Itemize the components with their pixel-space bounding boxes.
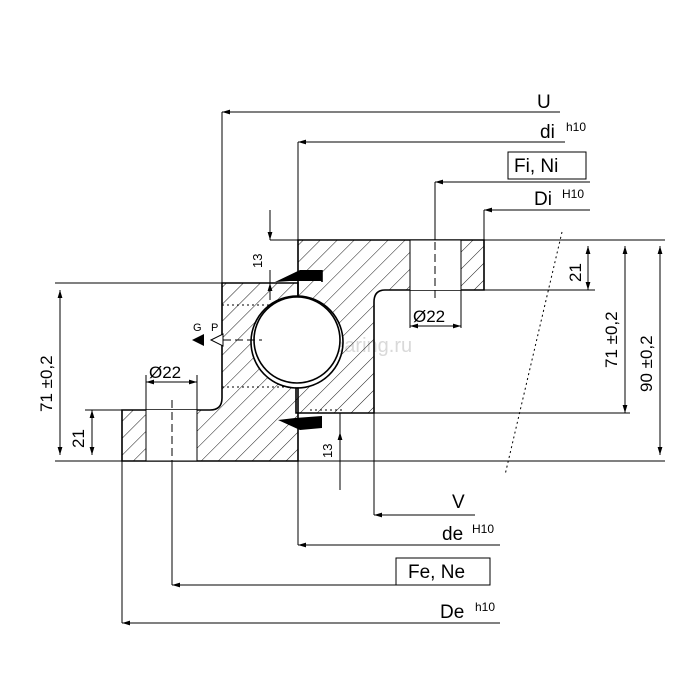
dim-13-bottom: 13 (320, 444, 335, 458)
label-di-tol: h10 (566, 120, 586, 134)
dim-71-right: 71 ±0,2 (602, 311, 621, 368)
label-V: V (452, 492, 465, 513)
box-Fe-Ne (395, 557, 491, 586)
label-de: de (442, 524, 463, 545)
lubrication-markers: G P (192, 322, 262, 347)
label-U: U (537, 92, 551, 113)
label-Di-tol: H10 (562, 187, 584, 201)
inner-ring (121, 282, 345, 475)
label-di: di (540, 122, 555, 143)
label-Fe-Ne: Fe, Ne (408, 562, 465, 583)
label-De: De (440, 602, 464, 623)
dim-90-right: 90 ±0,2 (637, 335, 656, 392)
dim-13-top: 13 (250, 254, 265, 268)
marker-P: P (211, 322, 218, 334)
extension-lines (55, 112, 665, 623)
label-Fi-Ni: Fi, Ni (514, 156, 558, 177)
dim-hole-bottom: Ø22 (149, 363, 181, 382)
diameter-labels: U di h10 Fi, Ni Di H10 V de H10 Fe, Ne D… (395, 92, 587, 623)
dim-21-right: 21 (566, 263, 585, 282)
dimension-arrows (57, 210, 663, 460)
dim-hole-top: Ø22 (413, 307, 445, 326)
dim-21-left: 21 (69, 429, 88, 448)
dim-71-left: 71 ±0,2 (37, 355, 56, 412)
label-de-tol: H10 (472, 522, 494, 536)
outer-ring (295, 230, 485, 414)
marker-G: G (193, 322, 202, 334)
label-Di: Di (534, 189, 552, 210)
dimension-texts: Ø22 Ø22 13 13 21 21 71 ±0,2 71 ±0,2 90 ±… (37, 254, 656, 458)
ball (253, 296, 341, 384)
box-Fi-Ni (507, 151, 587, 180)
leader-lines (122, 109, 590, 626)
label-De-tol: h10 (475, 600, 495, 614)
